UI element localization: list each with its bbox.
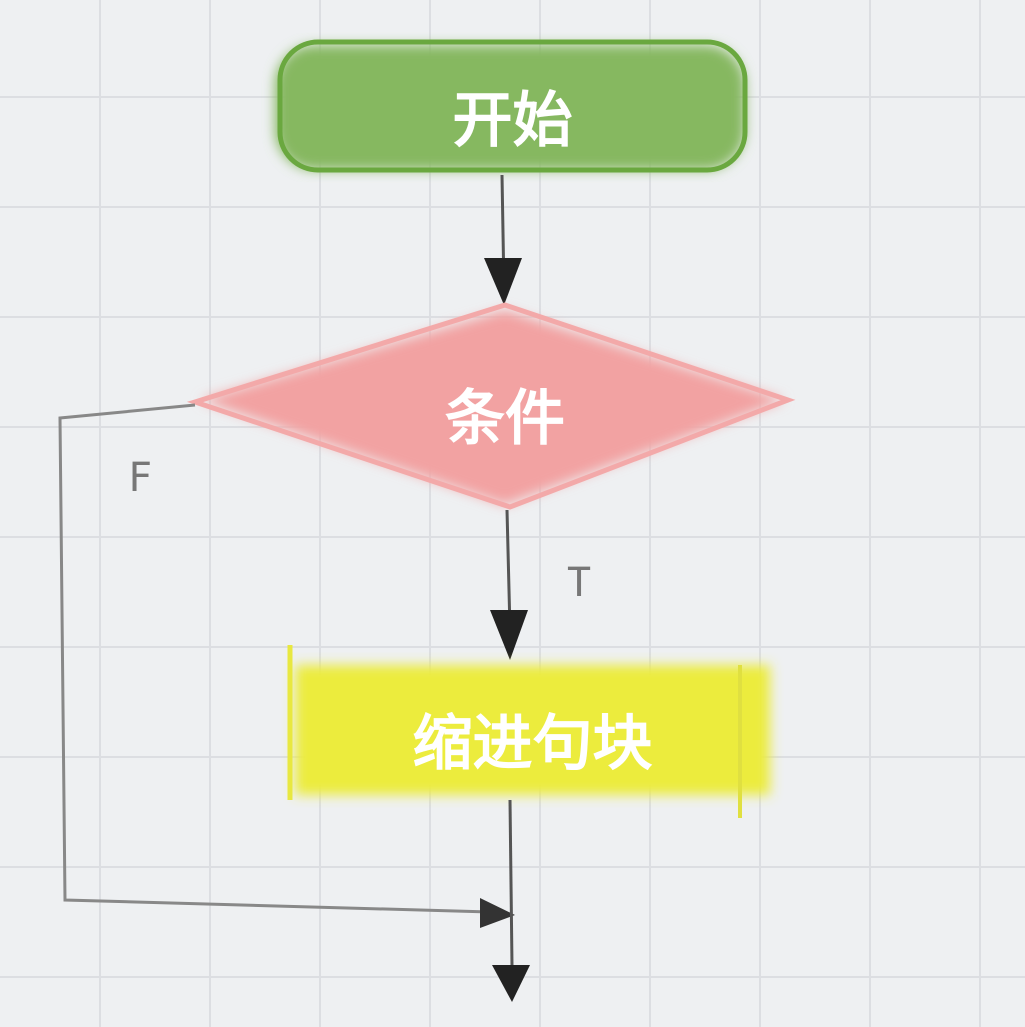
true-edge-label: T: [567, 560, 592, 606]
block-node[interactable]: [287, 645, 770, 818]
false-branch-line: [58, 403, 491, 914]
false-edge-label: F: [128, 455, 153, 501]
start-node-label: 开始: [452, 86, 573, 156]
arrow-exit: [492, 799, 530, 1002]
start-node[interactable]: [275, 39, 748, 173]
arrow-condition-to-block: [490, 509, 528, 660]
condition-node[interactable]: [186, 302, 796, 510]
false-branch-arrowhead: [480, 898, 515, 928]
block-node-label: 缩进句块: [412, 709, 653, 779]
condition-node-label: 条件: [445, 384, 565, 454]
arrow-start-to-condition: [484, 174, 522, 305]
